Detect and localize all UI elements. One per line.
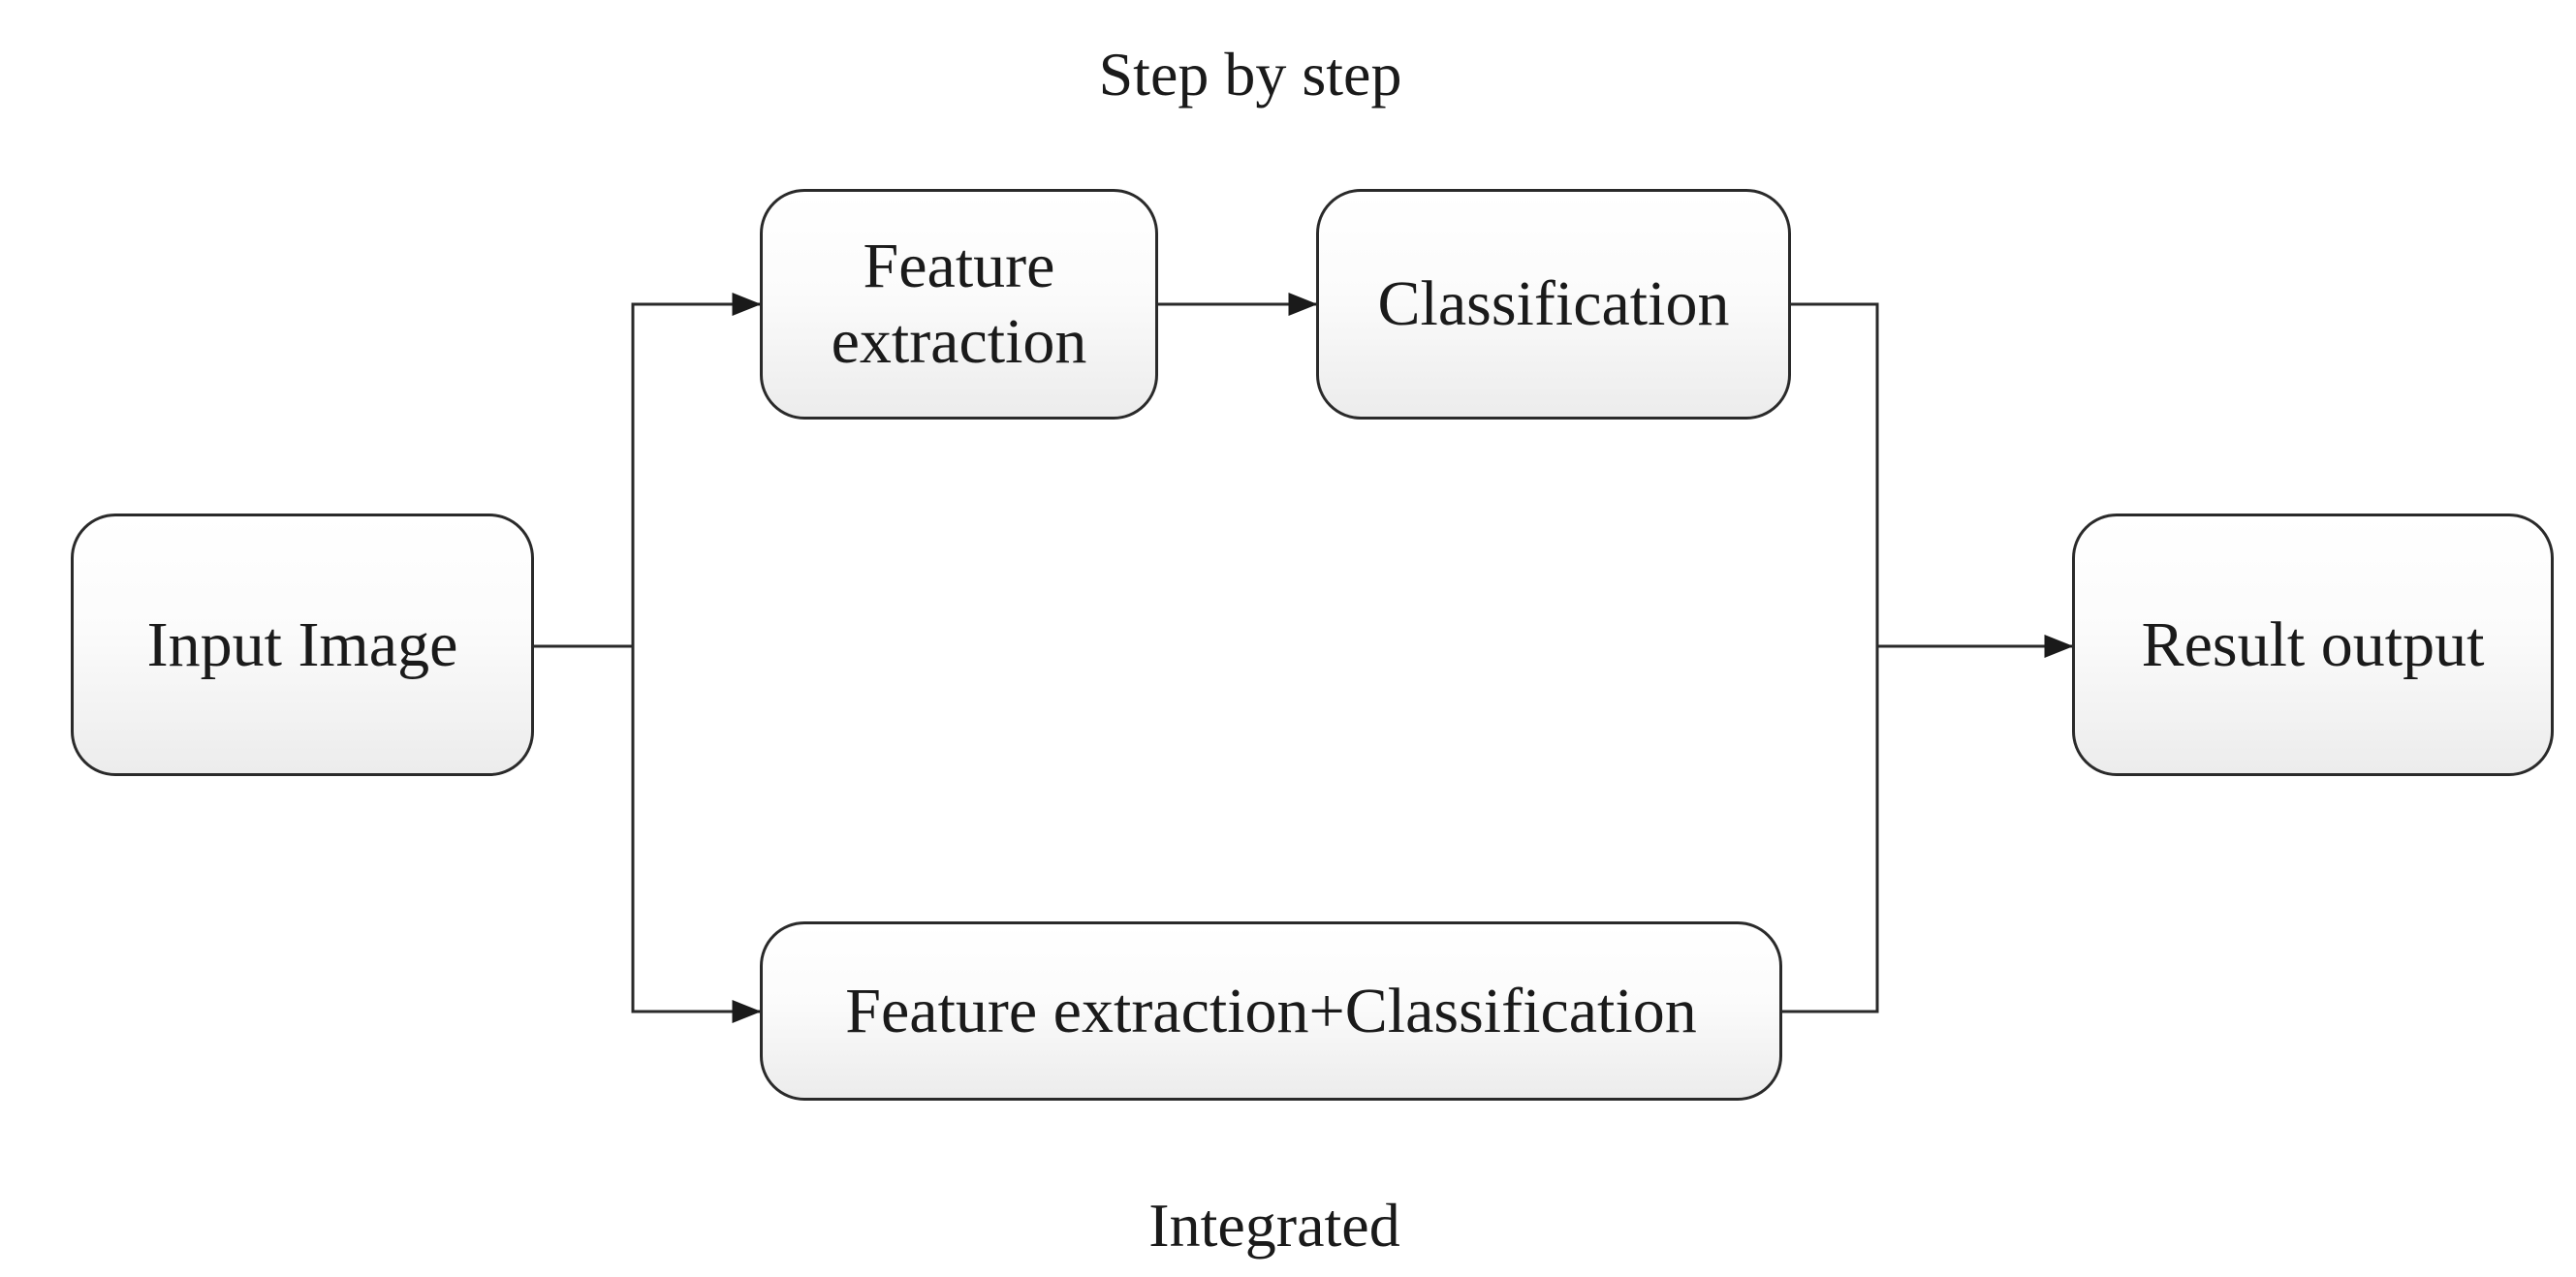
node-classification-label: Classification bbox=[1377, 268, 1730, 340]
caption-integrated: Integrated bbox=[1148, 1191, 1400, 1260]
caption-step-by-step: Step by step bbox=[1098, 40, 1402, 109]
node-classification: Classification bbox=[1316, 189, 1791, 420]
node-result-output-label: Result output bbox=[2141, 608, 2485, 680]
edge-integrated-to-merge bbox=[1782, 646, 1879, 1013]
node-input-image-label: Input Image bbox=[146, 608, 458, 680]
edge-classification-to-merge bbox=[1791, 302, 1879, 646]
node-integrated-label: Feature extraction+Classification bbox=[845, 975, 1697, 1046]
node-result-output: Result output bbox=[2072, 514, 2554, 776]
node-input-image: Input Image bbox=[71, 514, 534, 776]
node-feature-extraction-line1: Feature bbox=[863, 231, 1055, 302]
node-feature-extraction: Feature extraction bbox=[760, 189, 1158, 420]
node-integrated: Feature extraction+Classification bbox=[760, 921, 1782, 1101]
node-feature-extraction-line2: extraction bbox=[831, 306, 1087, 377]
node-feature-extraction-label: Feature extraction bbox=[832, 229, 1087, 380]
edge-input-to-feature-extraction bbox=[534, 293, 762, 648]
edge-input-to-integrated bbox=[631, 646, 762, 1023]
